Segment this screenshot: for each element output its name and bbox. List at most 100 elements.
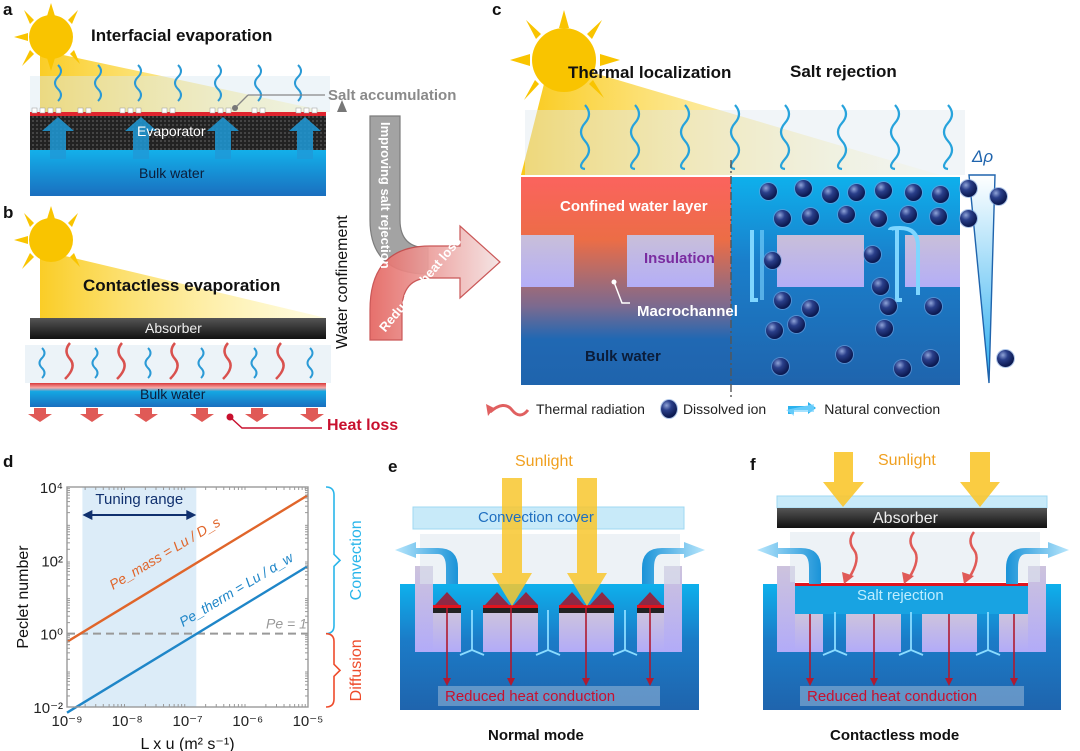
heat-loss-label: Heat loss: [327, 417, 399, 434]
dissolved-ion: [880, 298, 897, 315]
wicking-arrows: [42, 117, 321, 159]
thermal-radiation-arrows: [64, 342, 285, 380]
sunlight-arrows: [823, 452, 1000, 507]
x-tick-label: 10⁻⁸: [112, 713, 143, 730]
x-tick-label: 10⁻⁹: [51, 713, 82, 730]
dissolved-ion: [802, 300, 819, 317]
hot-surface: [795, 583, 1028, 586]
heat-loss-arrows: [28, 408, 324, 422]
macrochannel-pointer: [613, 281, 630, 304]
insulation-label: Insulation: [644, 250, 715, 267]
heat-conduction-arrows: [446, 608, 651, 680]
dissolved-ion: [872, 278, 889, 295]
arrowhead-left: [82, 510, 93, 520]
dissolved-ion: [788, 316, 805, 333]
salt-crust: [30, 112, 326, 116]
insulation-block: [795, 614, 823, 652]
insulation-block: [521, 235, 574, 287]
dissolved-ion: [764, 252, 781, 269]
insulation-block: [905, 235, 960, 287]
x-tick-label: 10⁻⁵: [293, 713, 324, 730]
sunbeam: [521, 60, 940, 175]
absorber-f: [777, 508, 1047, 528]
sunbeam: [40, 250, 326, 318]
bulk-water-label-c: Bulk water: [585, 348, 661, 365]
panel-label-e: e: [388, 457, 398, 476]
brace-label-convection: Convection: [348, 520, 365, 600]
dissolved-ion: [925, 298, 942, 315]
thermal-radiation-icon: [486, 404, 530, 417]
conduction-label-box: [438, 686, 660, 706]
dissolved-ion: [802, 208, 819, 225]
dissolved-ion: [960, 180, 977, 197]
panel-b-title: Contactless evaporation: [83, 276, 281, 295]
plot-frame: [66, 486, 309, 708]
dissolved-ion: [870, 210, 887, 227]
bulk-water-label-b: Bulk water: [140, 386, 206, 402]
dissolved-ion-icon: [660, 400, 677, 418]
bulk-water-a: [30, 150, 326, 196]
legend-thermal-radiation: Thermal radiation: [536, 401, 645, 417]
confined-water-layer-label: Confined water layer: [560, 198, 708, 215]
y-tick-label: 10⁻²: [33, 700, 63, 717]
salt-accumulation-label: Salt accumulation: [328, 87, 457, 104]
sunlight-label-f: Sunlight: [878, 452, 936, 469]
salt-rejection-label-f: Salt rejection: [857, 587, 944, 604]
vapor-outlet-arrow-left: [757, 542, 821, 584]
dissolved-ion: [766, 322, 783, 339]
panel-b-illustration: [14, 206, 331, 429]
tuning-range-label: Tuning range: [95, 491, 183, 508]
heat-conduction-arrows: [809, 614, 1015, 680]
delta-rho-label: Δρ: [972, 147, 994, 166]
dissolved-ion: [848, 184, 865, 201]
dissolved-ion: [774, 292, 791, 309]
dissolved-ion: [990, 188, 1007, 205]
y-axis-label: Peclet number: [15, 545, 32, 649]
salt-rejection-title: Salt rejection: [790, 62, 897, 81]
natural-convection-arrows: [750, 225, 920, 302]
dissolved-ion: [875, 182, 892, 199]
dissolved-ion: [864, 246, 881, 263]
panel-label-c: c: [492, 0, 502, 19]
dissolved-ion: [836, 346, 853, 363]
y-tick-label: 10⁴: [40, 480, 63, 497]
dissolved-ion: [922, 350, 939, 367]
vapor-outlet-arrow-right: [642, 542, 705, 584]
sunlight-label-e: Sunlight: [515, 453, 573, 470]
conduction-label-box: [800, 686, 1024, 706]
cover-glass: [776, 495, 1048, 509]
convection-cover-label: Convection cover: [478, 509, 594, 526]
panel-label-f: f: [750, 455, 756, 474]
improving-salt-rejection-label: Improving salt rejection: [378, 122, 393, 269]
vapor-outlet-arrow-left: [395, 542, 458, 584]
convection-cover: [412, 506, 685, 530]
arrowhead-right: [186, 510, 197, 520]
dissolved-ion: [932, 186, 949, 203]
vapor-cloud: [790, 532, 1040, 582]
dissolved-ion: [876, 320, 893, 337]
evaporator-layer: [30, 116, 326, 150]
brace-convection: [325, 486, 342, 635]
vapor-outlet-arrow-right: [1006, 542, 1069, 584]
dissolved-ion: [772, 358, 789, 375]
macrochannel-label: Macrochannel: [637, 303, 738, 320]
thermal-radiation-arrows: [847, 531, 978, 579]
reference-line-label: Pe = 1: [266, 616, 307, 632]
dissolved-ion: [997, 350, 1014, 367]
panel-label-d: d: [3, 452, 14, 471]
heat-up-arrows: [435, 592, 662, 605]
density-gradient-wedge: [968, 174, 996, 384]
sunlight-arrows: [492, 478, 607, 606]
insulation-wall: [1028, 566, 1046, 652]
insulation-block: [777, 235, 864, 287]
insulation-wall: [777, 566, 795, 652]
x-axis-label: L x u (m² s⁻¹): [140, 736, 234, 751]
dissolved-ion: [894, 360, 911, 377]
dissolved-ion: [905, 184, 922, 201]
absorber-label-f: Absorber: [873, 510, 938, 527]
axis-arrowhead: [337, 100, 347, 112]
sun-icon: [14, 206, 80, 269]
salt-crystals: [31, 107, 318, 114]
x-tick-label: 10⁻⁷: [172, 713, 202, 730]
brace-diffusion: [325, 632, 342, 708]
